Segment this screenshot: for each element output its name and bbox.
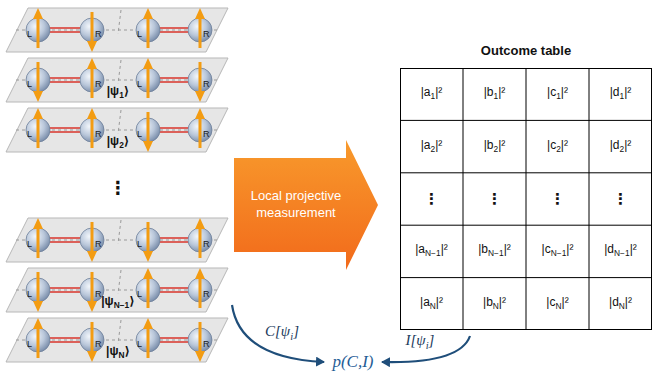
subscript: 1: [431, 92, 436, 102]
site-label: L: [27, 129, 32, 139]
site-label: L: [27, 289, 32, 299]
table-cell: ⋮: [487, 190, 502, 207]
table-title: Outcome table: [400, 40, 652, 62]
site-label: L: [137, 289, 142, 299]
table-cell: |d2|²: [610, 139, 632, 155]
block-arrow: Local projective measurement: [234, 140, 378, 270]
table-cell: |b2|²: [484, 139, 506, 155]
subscript: N−1: [551, 249, 567, 259]
subscript: N: [493, 301, 499, 311]
site-label: R: [95, 239, 102, 249]
subscript: 2: [119, 140, 124, 150]
site-label: L: [137, 129, 142, 139]
spin-arrows: [33, 8, 205, 362]
table-cell: |a1|²: [421, 86, 443, 102]
spin-plane: [6, 318, 228, 362]
table-cell: |c1|²: [547, 86, 568, 102]
probability-label: p(C,I): [332, 352, 373, 372]
site-label: R: [95, 29, 102, 39]
arrow-label: Local projective measurement: [241, 188, 351, 222]
table-cell: |dN|²: [609, 296, 632, 312]
table-cell: ⋮: [424, 190, 439, 207]
arrow-text-area: Local projective measurement: [238, 158, 354, 252]
site-label: L: [137, 239, 142, 249]
curved-arrow: [382, 336, 470, 362]
subscript: N: [619, 301, 625, 311]
subscript: N: [118, 350, 124, 360]
site-label: R: [203, 79, 210, 89]
site-label: L: [27, 29, 32, 39]
site-label: L: [137, 339, 142, 349]
spin-plane: [6, 58, 228, 102]
subscript: 1: [620, 92, 625, 102]
site-label: L: [27, 339, 32, 349]
subscript: 1: [494, 92, 499, 102]
subscript: N−1: [488, 249, 504, 259]
spin-plane: [6, 268, 228, 312]
site-label: R: [95, 339, 102, 349]
spin-plane: [6, 8, 228, 52]
subscript: i: [426, 340, 429, 351]
site-label: R: [95, 79, 102, 89]
ellipsis: ⋮: [109, 178, 127, 199]
site-label: L: [27, 239, 32, 249]
state-label: |ψ2⟩: [107, 135, 130, 151]
subscript: N−1: [425, 249, 441, 259]
function-label: I[ψi]: [406, 332, 435, 352]
site-label: R: [203, 289, 210, 299]
spin-plane: [6, 108, 228, 152]
subscript: N: [555, 301, 561, 311]
table-cell: |cN|²: [546, 296, 568, 312]
subscript: 1: [119, 90, 124, 100]
subscript: 1: [556, 92, 561, 102]
table-cell: |d1|²: [610, 86, 632, 102]
table-cell: |aN|²: [420, 296, 443, 312]
state-planes: [6, 8, 228, 362]
table-grid: [400, 68, 652, 330]
table-cell: |cN−1|²: [542, 243, 574, 259]
site-label: R: [203, 29, 210, 39]
arrow-outline: [234, 140, 378, 270]
subscript: N−1: [114, 300, 130, 310]
site-label: R: [95, 129, 102, 139]
subscript: N−1: [614, 249, 630, 259]
state-label: |ψN−1⟩: [101, 295, 135, 311]
state-label: |ψN⟩: [106, 345, 130, 361]
site-label: R: [203, 339, 210, 349]
site-label: R: [95, 289, 102, 299]
table-cell: ⋮: [550, 190, 565, 207]
site-label: R: [203, 239, 210, 249]
table-cell: |c2|²: [547, 139, 568, 155]
spin-plane: [6, 218, 228, 262]
table-cell: |bN|²: [483, 296, 506, 312]
table-cell: |a2|²: [421, 139, 443, 155]
state-label: |ψ1⟩: [107, 85, 130, 101]
subscript: i: [290, 331, 293, 342]
function-label: C[ψi]: [265, 323, 299, 343]
site-label: L: [137, 29, 142, 39]
table-cell: |b1|²: [484, 86, 506, 102]
site-label: L: [137, 79, 142, 89]
subscript: 2: [556, 144, 561, 154]
table-cell: |dN−1|²: [604, 243, 637, 259]
subscript: N: [430, 301, 436, 311]
site-label: L: [27, 79, 32, 89]
subscript: 2: [620, 144, 625, 154]
table-cell: |bN−1|²: [478, 243, 511, 259]
table-cell: ⋮: [613, 190, 628, 207]
subscript: 2: [494, 144, 499, 154]
outcome-table: Outcome table: [400, 40, 652, 330]
site-label: R: [203, 129, 210, 139]
subscript: 2: [431, 144, 436, 154]
table-cell: |aN−1|²: [415, 243, 448, 259]
curved-arrow: [232, 305, 324, 362]
